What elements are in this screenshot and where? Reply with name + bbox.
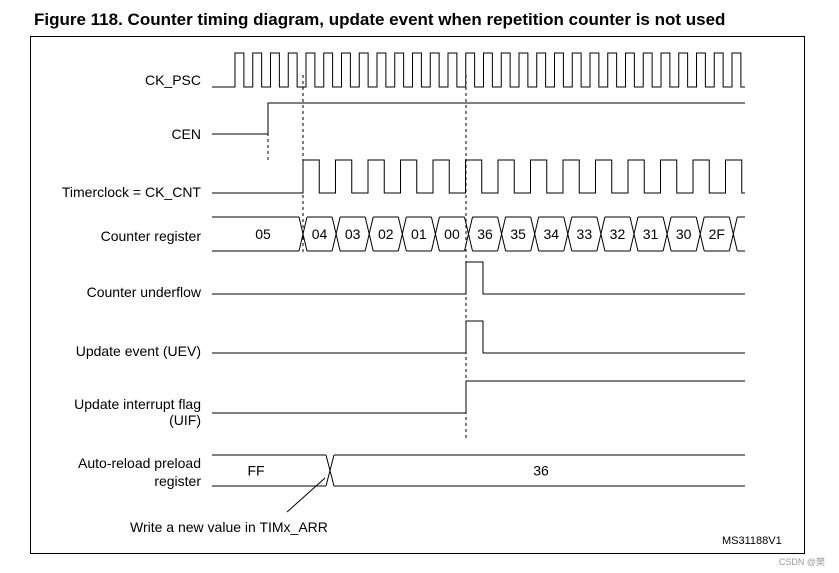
- counter-value-31: 31: [643, 226, 659, 242]
- label-update-event: Update event (UEV): [75, 343, 201, 359]
- counter-value-34: 34: [543, 226, 559, 242]
- counter-value-03: 03: [345, 226, 361, 242]
- counter-value-30: 30: [676, 226, 692, 242]
- counter-value-32: 32: [610, 226, 626, 242]
- label-arr-line2: register: [154, 473, 201, 489]
- watermark: CSDN @樊: [778, 557, 825, 567]
- update-event-waveform: [212, 320, 745, 354]
- counter-underflow-waveform: [212, 261, 745, 295]
- ck-psc-waveform: [212, 52, 745, 88]
- counter-value-05: 05: [255, 226, 271, 242]
- label-arr-line1: Auto-reload preload: [78, 455, 201, 471]
- uif-waveform: [212, 380, 745, 414]
- arr-transition: [325, 454, 335, 487]
- counter-value-01: 01: [411, 226, 427, 242]
- timerclock-waveform: [212, 159, 745, 194]
- label-counter-register: Counter register: [100, 228, 201, 244]
- label-timerclock: Timerclock = CK_CNT: [61, 184, 201, 200]
- label-ck-psc: CK_PSC: [144, 72, 201, 88]
- annotation-write-arr: Write a new value in TIMx_ARR: [130, 519, 328, 535]
- diagram-frame: [30, 36, 805, 554]
- annotation-pointer: [286, 477, 326, 513]
- label-uif-line2: (UIF): [169, 412, 201, 428]
- label-cen: CEN: [171, 126, 201, 142]
- figure-title: Figure 118. Counter timing diagram, upda…: [34, 10, 726, 29]
- label-counter-underflow: Counter underflow: [86, 284, 201, 300]
- label-uif-line1: Update interrupt flag: [74, 396, 201, 412]
- counter-value-2F: 2F: [709, 226, 725, 242]
- counter-value-36: 36: [477, 226, 493, 242]
- counter-value-33: 33: [577, 226, 593, 242]
- arr-value-ff: FF: [247, 463, 264, 479]
- figure-id: MS31188V1: [722, 535, 782, 547]
- counter-value-35: 35: [510, 226, 526, 242]
- cen-waveform: [212, 102, 745, 135]
- arr-value-36: 36: [533, 463, 549, 479]
- counter-value-00: 00: [444, 226, 460, 242]
- counter-value-04: 04: [312, 226, 328, 242]
- counter-value-02: 02: [378, 226, 394, 242]
